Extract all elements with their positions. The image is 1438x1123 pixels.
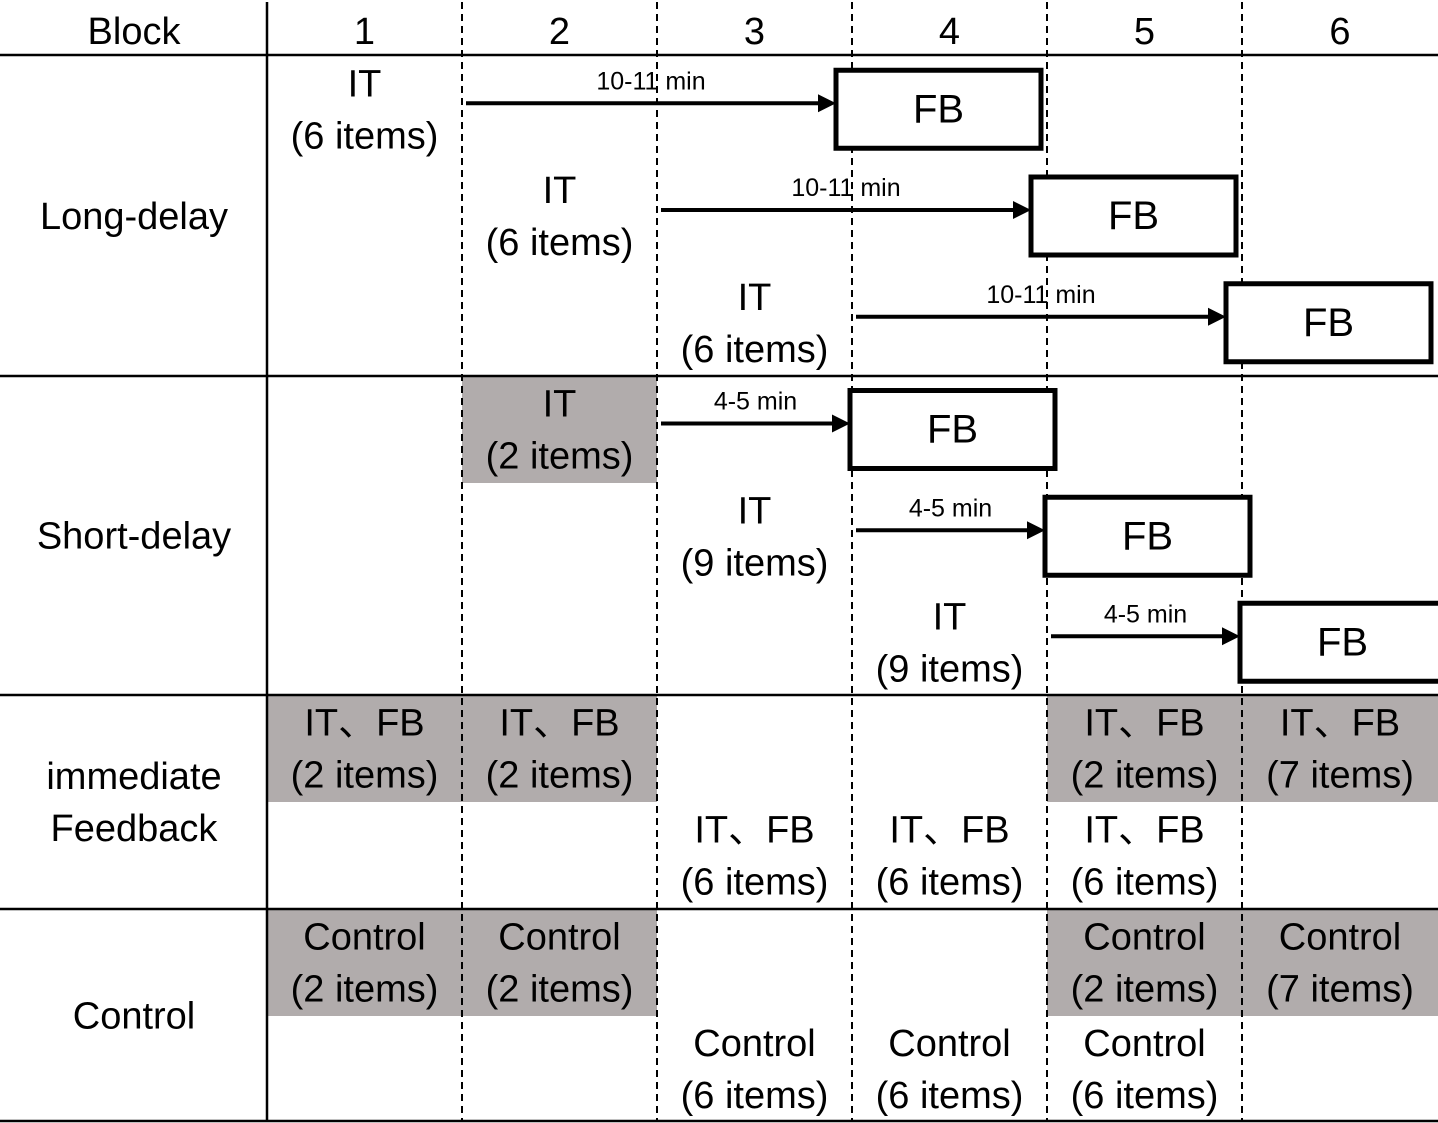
block-number: 4: [939, 11, 960, 53]
delay-duration-label: 4-5 min: [714, 388, 797, 416]
shaded-cells-layer: [267, 376, 1438, 1016]
cell-item-count: (6 items): [486, 222, 634, 264]
group-label-short-delay: Short-delay: [37, 516, 231, 558]
cell-item-count: (2 items): [486, 436, 634, 478]
block-header-label: Block: [88, 11, 182, 53]
cell-activity-label: Control: [693, 1023, 816, 1065]
feedback-box-label: FB: [927, 408, 978, 452]
cell-item-count: (9 items): [681, 542, 829, 584]
block-number: 1: [354, 11, 375, 53]
cell-item-count: (7 items): [1266, 969, 1414, 1011]
cell-activity-label: IT、FB: [499, 703, 619, 745]
cell-item-count: (2 items): [486, 755, 634, 797]
feedback-box: [1028, 174, 1239, 258]
shaded-cell-bg: [1047, 909, 1242, 1016]
feedback-box-label: FB: [1303, 301, 1354, 345]
cell-activity-label: Control: [303, 917, 426, 959]
feedback-box-label: FB: [1122, 514, 1173, 558]
delay-arrow-head: [818, 94, 836, 113]
block-number: 3: [744, 11, 765, 53]
header-row: Block 1 2 3 4 5 6: [88, 11, 1351, 53]
cell-item-count: (2 items): [1071, 755, 1219, 797]
cell-item-count: (9 items): [876, 648, 1024, 690]
cell-item-count: (6 items): [876, 1075, 1024, 1117]
feedback-box-label: FB: [1317, 620, 1368, 664]
cell-activity-label: IT: [543, 384, 577, 426]
cell-item-count: (6 items): [681, 1075, 829, 1117]
group-label-immediate-feedback: Feedback: [51, 808, 219, 850]
cell-activity-label: IT: [933, 596, 967, 638]
cell-activity-label: Control: [1083, 1023, 1206, 1065]
cell-activity-label: Control: [888, 1023, 1011, 1065]
feedback-box: [1223, 281, 1434, 365]
block-number: 6: [1329, 11, 1350, 53]
shaded-cell-bg: [1047, 695, 1242, 802]
cell-item-count: (6 items): [291, 115, 439, 157]
cell-activity-label: IT: [738, 490, 772, 532]
shaded-cell-bg: [1242, 909, 1438, 1016]
cell-item-count: (6 items): [681, 862, 829, 904]
cell-activity-label: IT、FB: [889, 810, 1009, 852]
delay-arrow-head: [832, 414, 850, 433]
cell-item-count: (2 items): [291, 755, 439, 797]
cell-activity-label: Control: [1083, 917, 1206, 959]
group-label-control: Control: [73, 996, 196, 1038]
shaded-cell-bg: [462, 695, 657, 802]
cell-labels-layer: IT (6 items) IT (6 items) IT (6 items) IT (2 it…: [291, 63, 1414, 1117]
delay-duration-label: 4-5 min: [1104, 600, 1187, 628]
cell-activity-label: IT、FB: [1280, 703, 1400, 745]
delay-duration-label: 4-5 min: [909, 494, 992, 522]
block-number: 2: [549, 11, 570, 53]
delay-arrow-head: [1013, 201, 1031, 219]
feedback-box: [1237, 600, 1438, 684]
shaded-cell-bg: [462, 909, 657, 1016]
delay-arrow-head: [1208, 307, 1226, 326]
shaded-cell-bg: [1242, 695, 1438, 802]
delay-duration-label: 10-11 min: [791, 174, 900, 202]
shaded-cell-bg: [267, 909, 462, 1016]
group-label-immediate-feedback: immediate: [46, 756, 221, 798]
shaded-cell-bg: [267, 695, 462, 802]
feedback-box: [833, 67, 1044, 151]
cell-activity-label: IT、FB: [1084, 810, 1204, 852]
feedback-box-label: FB: [1108, 194, 1159, 238]
cell-activity-label: IT: [738, 277, 772, 319]
cell-activity-label: Control: [1279, 917, 1402, 959]
feedback-box-label: FB: [913, 87, 964, 131]
delay-arrow-head: [1027, 521, 1045, 540]
block-number: 5: [1134, 11, 1155, 53]
cell-item-count: (6 items): [876, 862, 1024, 904]
group-label-long-delay: Long-delay: [40, 196, 228, 238]
delay-duration-label: 10-11 min: [596, 67, 705, 95]
cell-activity-label: Control: [498, 917, 621, 959]
feedback-box: [847, 388, 1058, 471]
shaded-cell-bg: [462, 376, 657, 483]
cell-item-count: (6 items): [1071, 862, 1219, 904]
cell-item-count: (2 items): [291, 969, 439, 1011]
cell-activity-label: IT: [348, 63, 382, 105]
cell-item-count: (2 items): [1071, 969, 1219, 1011]
cell-activity-label: IT: [543, 170, 577, 212]
cell-item-count: (2 items): [486, 969, 634, 1011]
cell-activity-label: IT、FB: [304, 703, 424, 745]
cell-activity-label: IT、FB: [1084, 703, 1204, 745]
feedback-box: [1042, 494, 1253, 578]
cell-item-count: (6 items): [1071, 1075, 1219, 1117]
cell-item-count: (6 items): [681, 329, 829, 371]
cell-item-count: (7 items): [1266, 755, 1414, 797]
delay-duration-label: 10-11 min: [986, 281, 1095, 309]
cell-activity-label: IT、FB: [694, 810, 814, 852]
delay-arrow-head: [1222, 627, 1240, 646]
